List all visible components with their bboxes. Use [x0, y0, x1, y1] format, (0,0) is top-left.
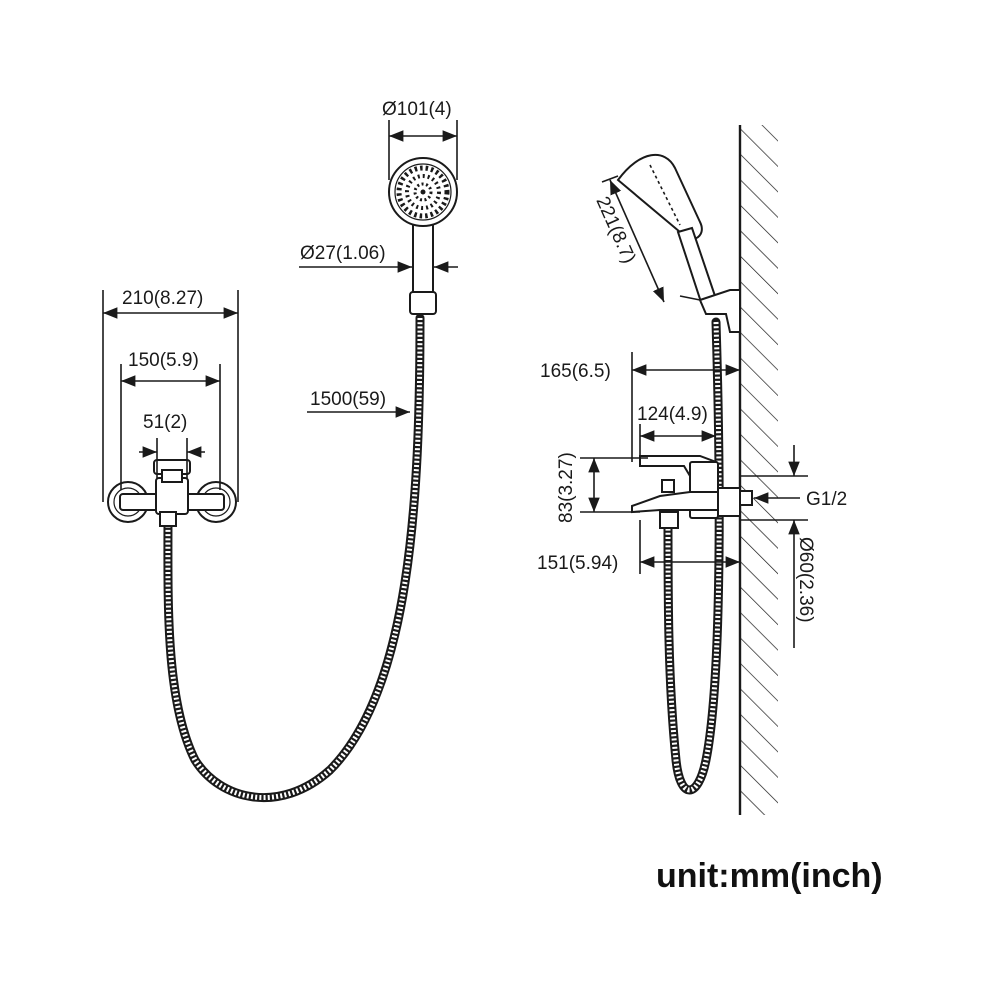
label-spout-width: 51(2): [143, 412, 187, 433]
side-view: [580, 125, 808, 815]
label-total-width: 210(8.27): [122, 288, 203, 309]
front-shower-head: [388, 157, 458, 315]
label-center-distance: 150(5.9): [128, 350, 199, 371]
side-hose: [663, 317, 724, 795]
front-dimensions: [102, 120, 458, 502]
front-mixer: [107, 459, 237, 527]
label-body-height: 83(3.27): [556, 452, 577, 523]
side-dimensions: [580, 175, 808, 648]
side-hand-shower: [616, 153, 741, 333]
label-head-diameter: Ø101(4): [382, 99, 452, 120]
front-view: [102, 120, 458, 803]
label-thread: G1/2: [806, 489, 847, 510]
label-depth-total: 165(6.5): [540, 361, 611, 382]
wall: [738, 125, 778, 815]
label-hose-length: 1500(59): [310, 389, 386, 410]
label-handle-diameter: Ø27(1.06): [300, 243, 386, 264]
label-spout-depth: 151(5.94): [537, 553, 618, 574]
side-mixer: [631, 455, 753, 529]
front-hose: [163, 313, 425, 803]
label-depth-lever: 124(4.9): [637, 404, 708, 425]
label-flange-diameter: Ø60(2.36): [795, 537, 816, 623]
unit-label: unit:mm(inch): [656, 857, 883, 895]
dimension-labels: Ø101(4) Ø27(1.06) 210(8.27) 150(5.9) 51(…: [122, 99, 883, 895]
